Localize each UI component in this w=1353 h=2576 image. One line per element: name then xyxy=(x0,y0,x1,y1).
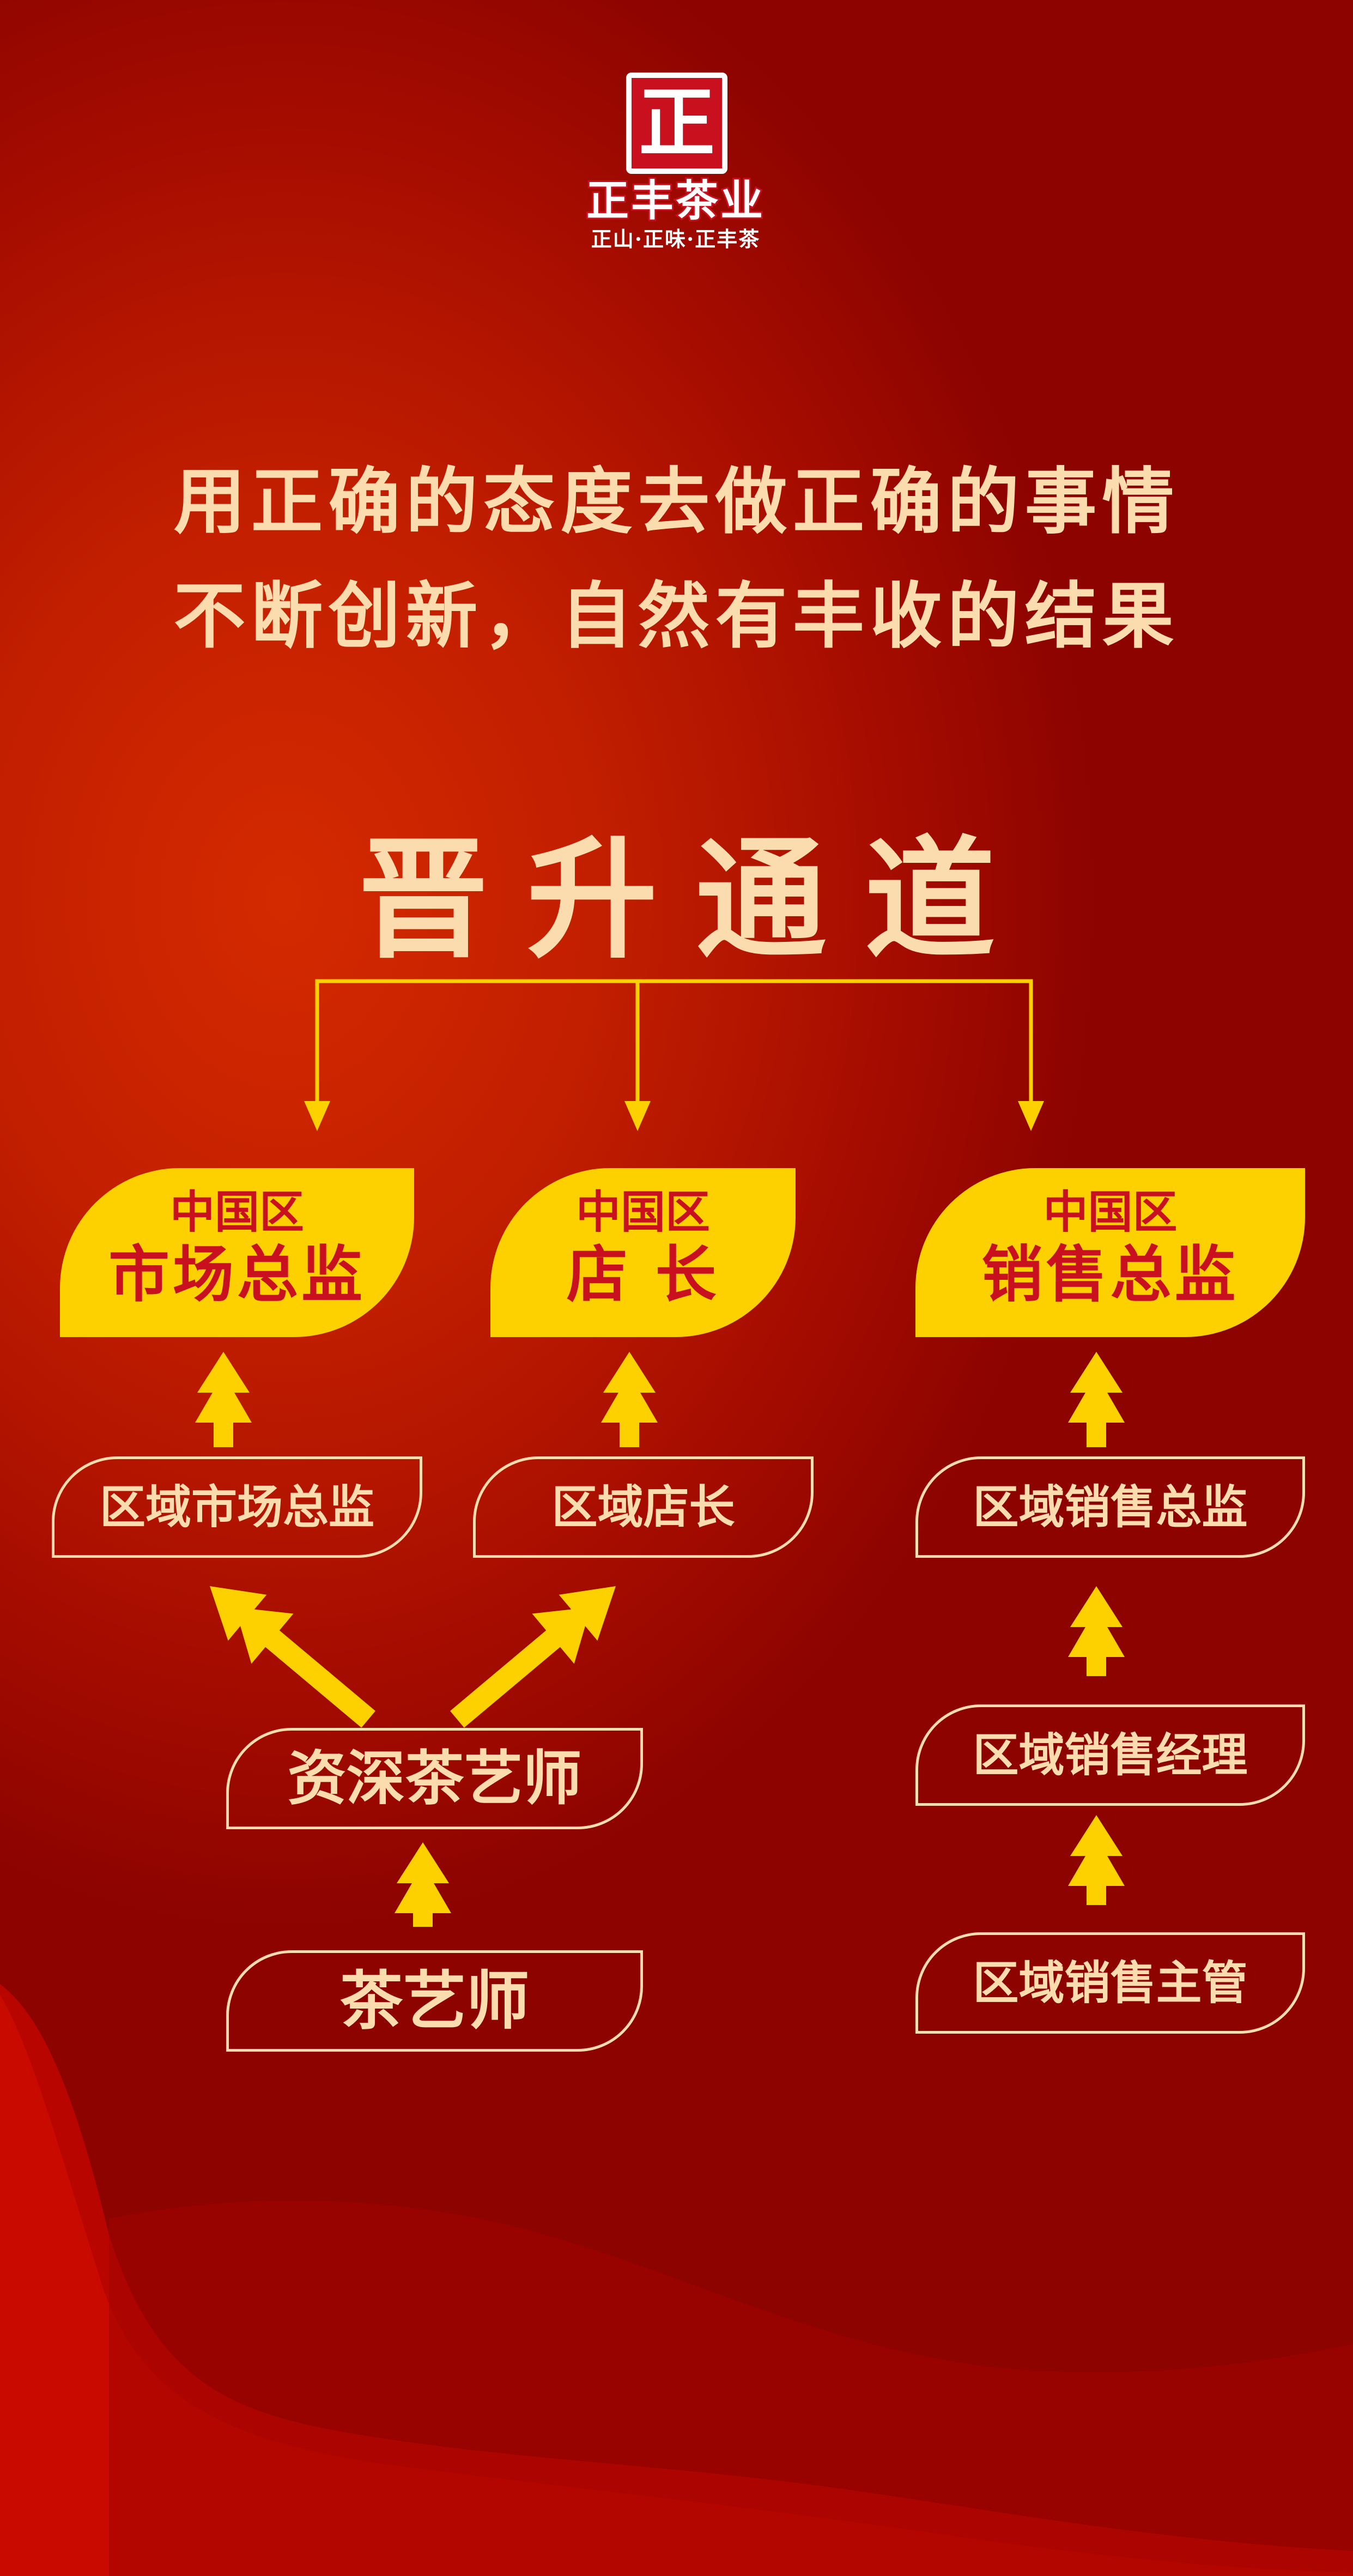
position-title: 市场总监 xyxy=(108,1239,366,1310)
arrow-up-icon xyxy=(1068,1586,1125,1676)
brand-logo: 正 xyxy=(626,72,727,174)
arrow-up-icon xyxy=(1068,1815,1125,1905)
box-senior-tea-artist: 资深茶艺师 xyxy=(226,1728,643,1829)
arrow-up-icon xyxy=(1068,1352,1125,1447)
position-sales-director: 中国区 销售总监 xyxy=(915,1168,1305,1337)
brand-slogan: 正山·正味·正丰茶 xyxy=(591,227,761,251)
arrow-down-icon xyxy=(304,1101,330,1131)
motto-line-2: 不断创新，自然有丰收的结果 xyxy=(173,574,1180,658)
arrow-diagonal-icon xyxy=(210,1586,375,1728)
diagram-title: 晋升通道 xyxy=(357,823,1034,976)
box-tea-artist: 茶艺师 xyxy=(226,1950,643,2052)
position-region: 中国区 xyxy=(1043,1186,1178,1238)
position-store-manager: 中国区 店 长 xyxy=(490,1168,796,1337)
arrow-up-icon xyxy=(601,1352,658,1447)
logo-char: 正 xyxy=(638,78,715,168)
arrow-down-icon xyxy=(1018,1101,1044,1131)
bracket-connector xyxy=(315,979,1033,1123)
position-title: 店 长 xyxy=(566,1239,720,1310)
position-market-director: 中国区 市场总监 xyxy=(60,1168,414,1337)
arrow-diagonal-icon xyxy=(450,1586,616,1728)
arrow-down-icon xyxy=(624,1101,651,1131)
position-title: 销售总监 xyxy=(981,1239,1239,1310)
position-region: 中国区 xyxy=(169,1186,304,1238)
brand-name: 正丰茶业 xyxy=(585,176,765,226)
box-regional-sales-supervisor: 区域销售主管 xyxy=(915,1932,1305,2034)
box-regional-sales-manager: 区域销售经理 xyxy=(915,1704,1305,1806)
box-regional-sales-director: 区域销售总监 xyxy=(915,1456,1305,1558)
box-regional-market-director: 区域市场总监 xyxy=(52,1456,422,1558)
box-regional-store-manager: 区域店长 xyxy=(473,1456,814,1558)
arrow-up-icon xyxy=(195,1352,252,1447)
position-region: 中国区 xyxy=(575,1186,710,1238)
arrow-up-icon xyxy=(395,1842,451,1927)
motto-line-1: 用正确的态度去做正确的事情 xyxy=(173,459,1180,544)
